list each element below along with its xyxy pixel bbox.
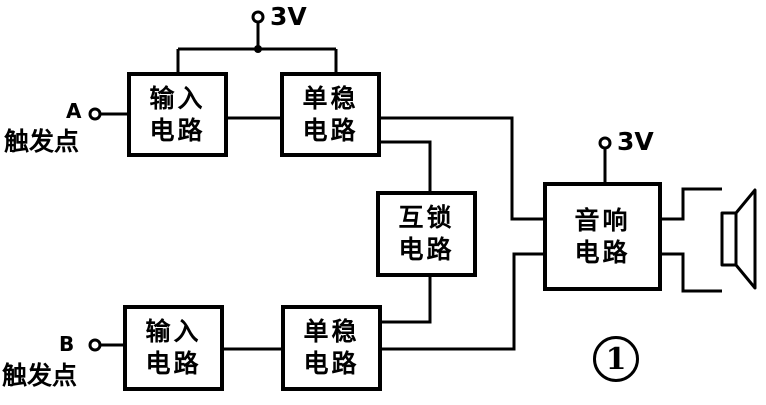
trigger-b-label: 触发点 [2, 361, 78, 390]
interlock-line1: 互锁 [398, 203, 455, 232]
monostable-circuit-b: 单稳 电路 [281, 305, 382, 391]
input-b-line1: 输入 [145, 317, 202, 346]
sound-circuit: 音响 电路 [543, 182, 662, 291]
power-terminal-right [598, 136, 612, 150]
mono-a-line2: 电路 [302, 115, 359, 145]
junction-dot [254, 45, 262, 53]
trigger-terminal-b [88, 338, 102, 352]
mono-b-line1: 单稳 [303, 317, 360, 346]
power-label-right: 3V [617, 127, 654, 156]
power-terminal-top [251, 10, 265, 24]
figure-number: 1 [593, 336, 639, 382]
trigger-b-letter: B [59, 332, 75, 356]
input-circuit-b: 输入 电路 [123, 305, 224, 391]
trigger-terminal-a [88, 107, 102, 121]
input-a-line1: 输入 [149, 83, 206, 113]
mono-a-line1: 单稳 [302, 83, 359, 113]
trigger-a-label: 触发点 [4, 127, 80, 156]
mono-b-line2: 电路 [303, 349, 360, 378]
input-circuit-a: 输入 电路 [127, 72, 228, 157]
sound-line2: 电路 [574, 237, 631, 267]
speaker-icon [720, 188, 757, 290]
monostable-circuit-a: 单稳 电路 [280, 72, 381, 157]
interlock-line2: 电路 [398, 235, 455, 264]
input-b-line2: 电路 [145, 349, 202, 378]
power-label-top: 3V [270, 2, 307, 31]
trigger-a-letter: A [66, 99, 82, 123]
sound-line1: 音响 [574, 205, 631, 235]
interlock-circuit: 互锁 电路 [376, 191, 477, 277]
input-a-line2: 电路 [149, 115, 206, 145]
